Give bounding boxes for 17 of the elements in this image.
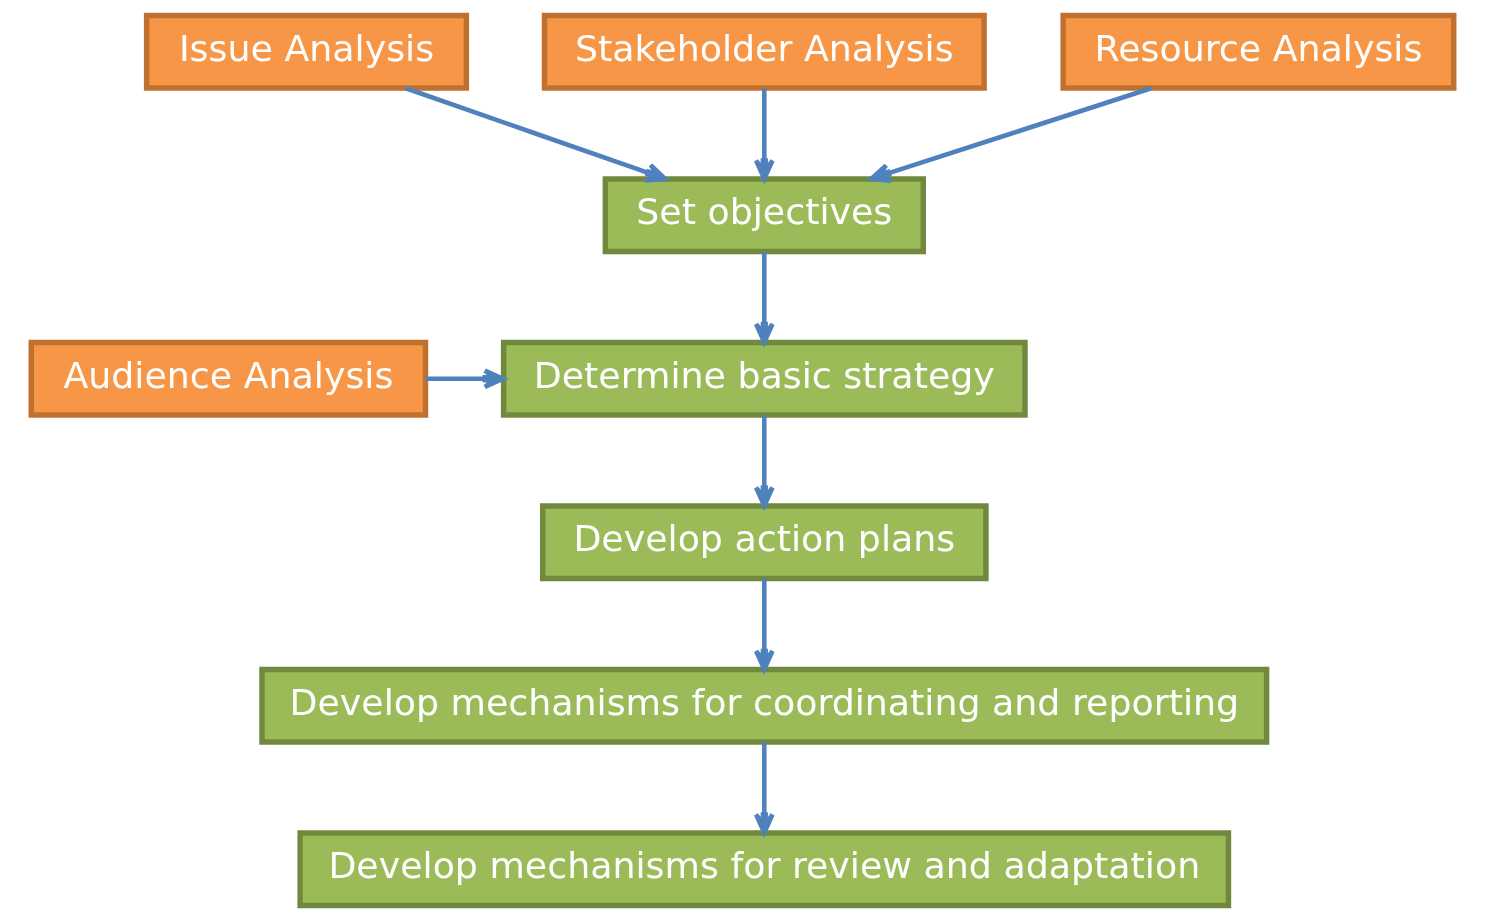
arrow [869,86,1152,184]
arrow [425,368,506,390]
node-box: Stakeholder Analysis [541,12,987,91]
arrow [753,251,775,345]
node-box: Develop mechanisms for review and adaptation [297,830,1232,909]
arrow [753,742,775,836]
node-box: Issue Analysis [143,12,470,91]
arrow [753,88,775,182]
arrow [753,415,775,509]
node-box: Set objectives [602,176,926,255]
node-box: Develop mechanisms for coordinating and reporting [259,666,1270,745]
arrow [405,86,668,183]
node-box: Determine basic strategy [500,339,1028,418]
node-box: Resource Analysis [1060,12,1457,91]
arrow [753,578,775,672]
node-box: Audience Analysis [28,339,429,418]
node-box: Develop action plans [539,503,989,582]
